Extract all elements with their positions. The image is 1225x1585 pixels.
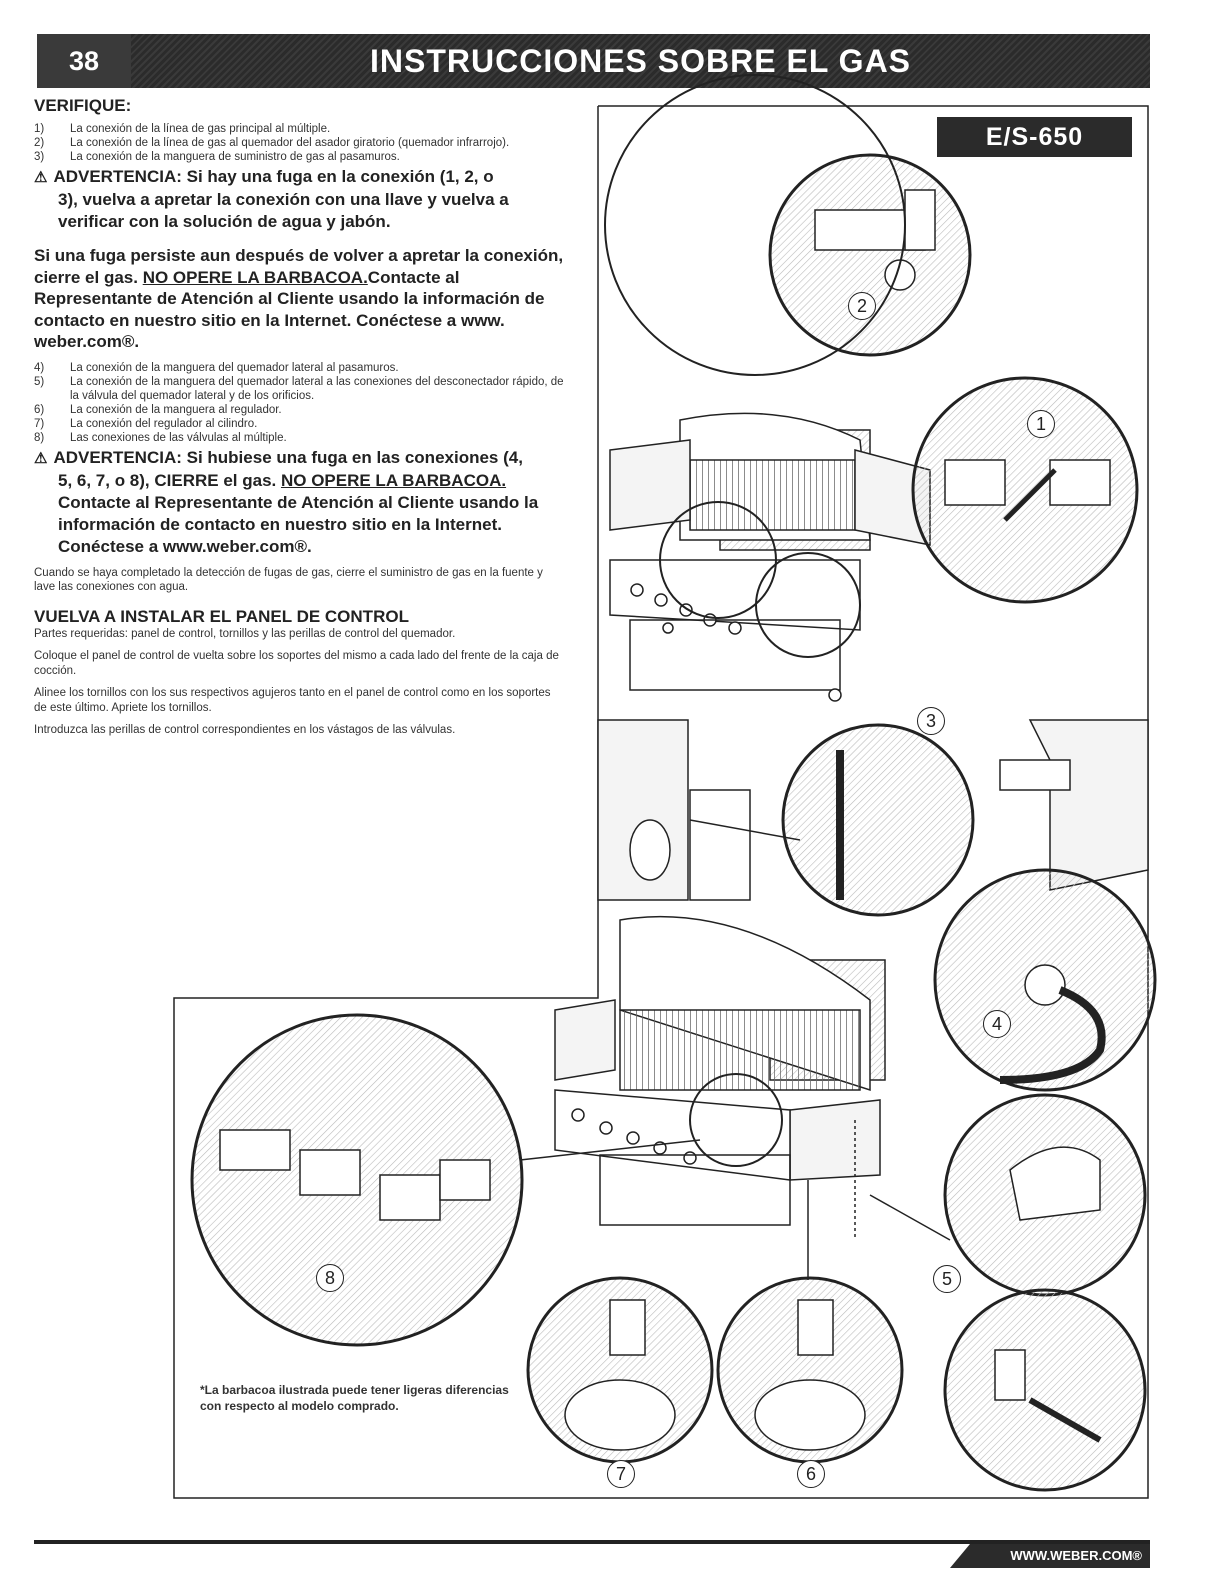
page-header: 38 INSTRUCCIONES SOBRE EL GAS bbox=[37, 34, 1150, 88]
warning-2: ⚠ADVERTENCIA: Si hubiese una fuga en las… bbox=[34, 447, 539, 556]
verify-heading: VERIFIQUE: bbox=[34, 96, 132, 115]
detail-circle-1 bbox=[911, 376, 1139, 604]
list-item: 6)La conexión de la manguera al regulado… bbox=[34, 403, 282, 416]
detail-circle-2 bbox=[768, 153, 972, 357]
figure-caption: *La barbacoa ilustrada puede tener liger… bbox=[200, 1383, 509, 1413]
warning-triangle-icon: ⚠ bbox=[34, 169, 48, 186]
callout-2: 2 bbox=[848, 292, 876, 320]
page-number: 38 bbox=[37, 34, 131, 88]
detail-circle-3 bbox=[781, 723, 975, 917]
list-item: 2)La conexión de la línea de gas al quem… bbox=[34, 137, 510, 149]
verify-steps-b: 4)La conexión de la manguera del quemado… bbox=[34, 361, 566, 445]
grill-illustration-top bbox=[609, 412, 931, 702]
list-item: 7)La conexión del regulador al cilindro. bbox=[34, 417, 258, 430]
leak-paragraph: Si una fuga persiste aun después de volv… bbox=[34, 246, 564, 351]
callout-7: 7 bbox=[607, 1460, 635, 1488]
callout-3: 3 bbox=[917, 707, 945, 735]
warning-triangle-icon: ⚠ bbox=[34, 449, 48, 467]
callout-8: 8 bbox=[316, 1264, 344, 1292]
text-column: VERIFIQUE: 1)La conexión de la línea de … bbox=[34, 96, 566, 738]
callout-1: 1 bbox=[1027, 410, 1055, 438]
verify-steps-a: 1)La conexión de la línea de gas princip… bbox=[34, 122, 566, 164]
callout-5: 5 bbox=[933, 1265, 961, 1293]
reinstall-heading: VUELVA A INSTALAR EL PANEL DE CONTROL bbox=[34, 606, 409, 626]
grill-illustration-bottom bbox=[554, 915, 886, 1226]
page-title: INSTRUCCIONES SOBRE EL GAS bbox=[369, 43, 912, 79]
reinstall-step-3: Introduzca las perillas de control corre… bbox=[34, 724, 456, 736]
model-badge: E/S-650 bbox=[937, 117, 1132, 157]
detail-circle-5b bbox=[943, 1288, 1147, 1492]
warning-1: ⚠ADVERTENCIA: Si hay una fuga en la cone… bbox=[34, 167, 509, 231]
callout-4: 4 bbox=[983, 1010, 1011, 1038]
list-item: 1)La conexión de la línea de gas princip… bbox=[34, 123, 331, 135]
closing-paragraph: Cuando se haya completado la detección d… bbox=[34, 566, 543, 594]
figure-frame bbox=[173, 105, 1149, 1499]
reinstall-step-1: Coloque el panel de control de vuelta so… bbox=[34, 650, 559, 677]
parts-required: Partes requeridas: panel de control, tor… bbox=[34, 627, 456, 640]
callout-6: 6 bbox=[797, 1460, 825, 1488]
footer-rule bbox=[34, 1540, 1150, 1544]
detail-circle-2-large bbox=[604, 74, 906, 376]
list-item: 8)Las conexiones de las válvulas al múlt… bbox=[34, 431, 287, 444]
footer-url: WWW.WEBER.COM® bbox=[950, 1544, 1150, 1568]
list-item: 5)La conexión de la manguera del quemado… bbox=[34, 375, 564, 402]
list-item: 4)La conexión de la manguera del quemado… bbox=[34, 361, 399, 374]
reinstall-step-2: Alinee los tornillos con los sus respect… bbox=[34, 687, 551, 714]
list-item: 3)La conexión de la manguera de suminist… bbox=[34, 151, 400, 163]
